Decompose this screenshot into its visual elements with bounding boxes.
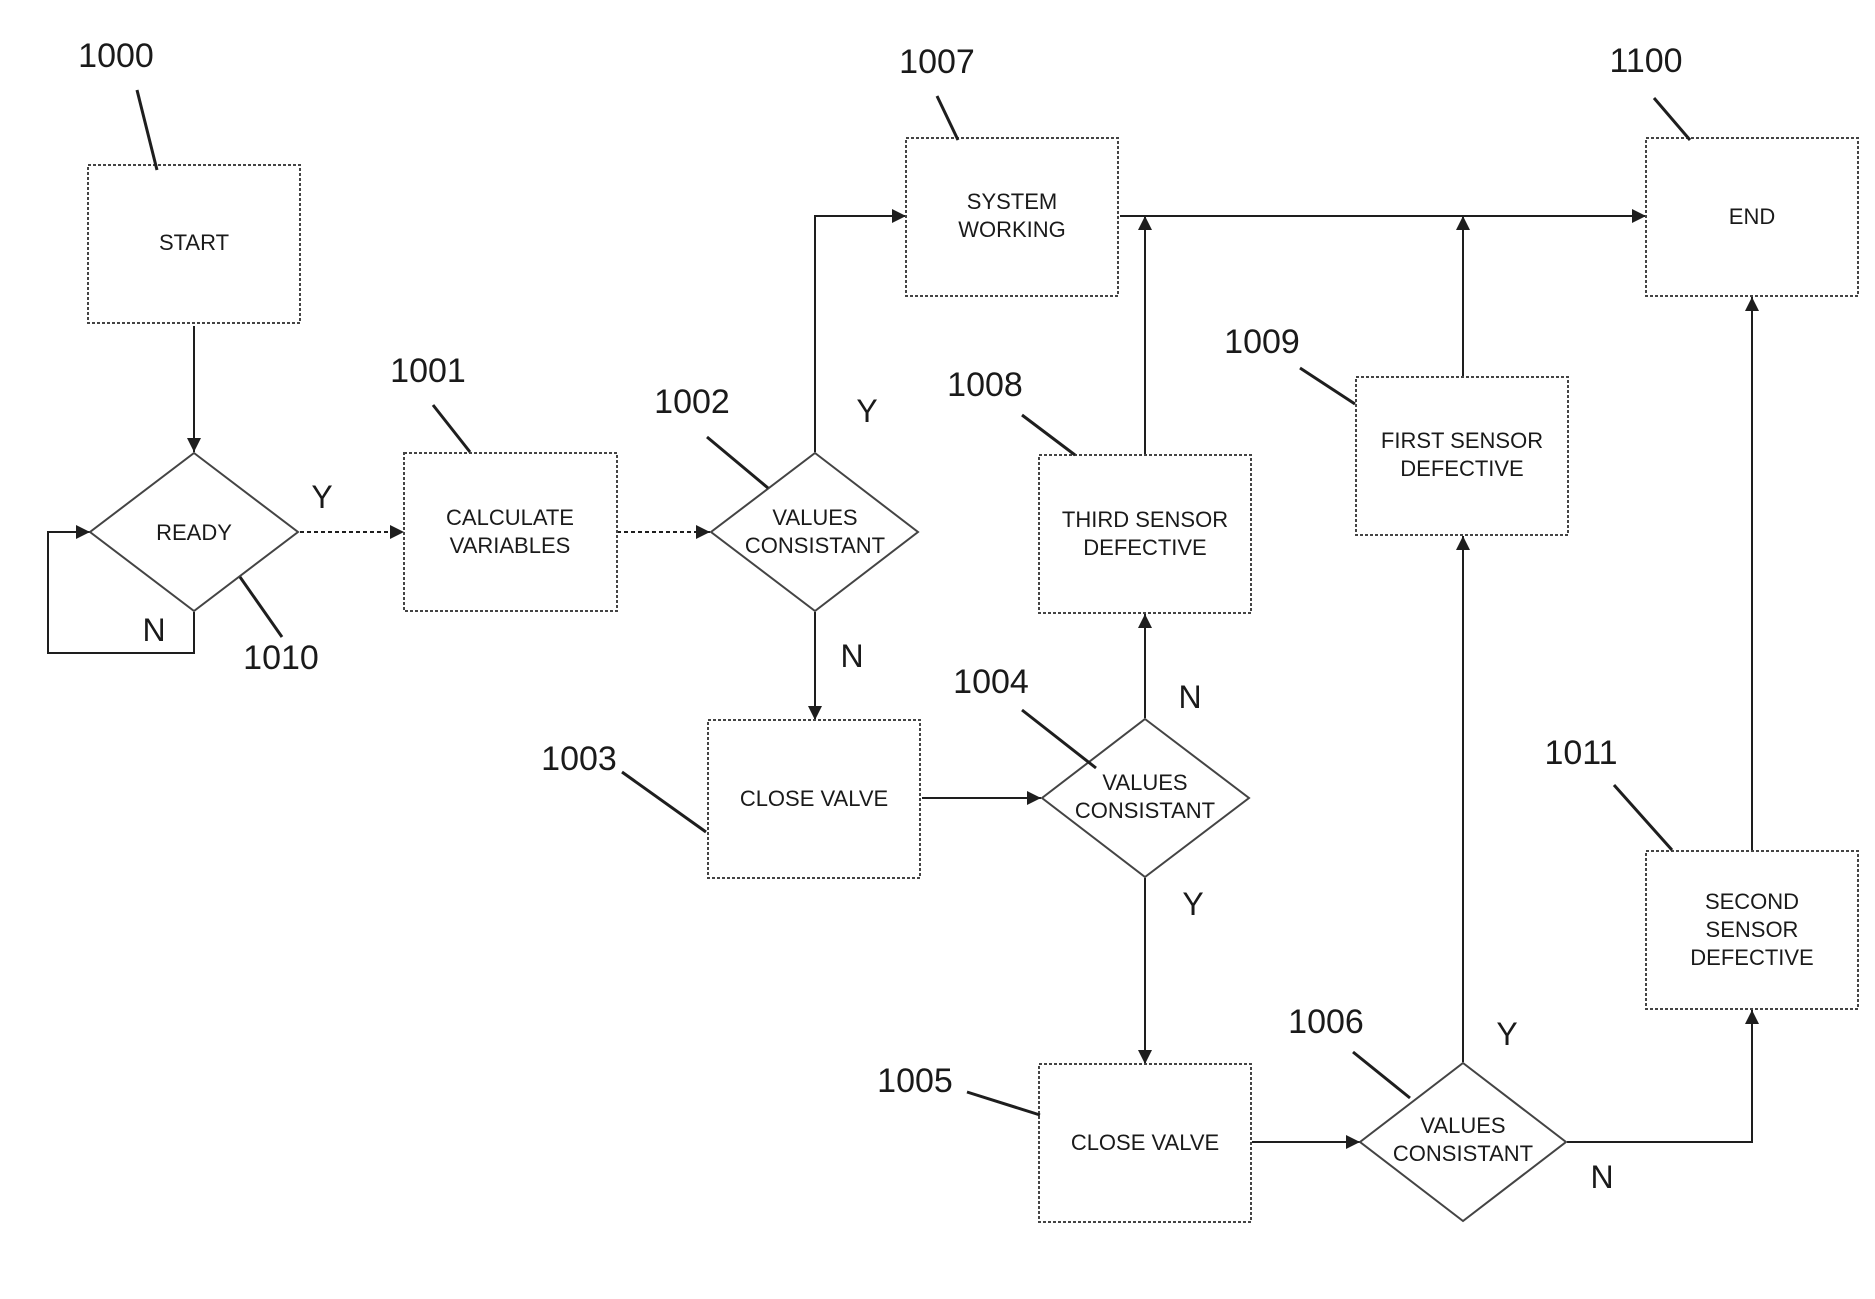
start-box: START bbox=[88, 165, 300, 323]
working-label-line2: WORKING bbox=[958, 217, 1066, 242]
close-valve-1-box: CLOSE VALVE bbox=[708, 720, 920, 878]
check1-no-label: N bbox=[840, 638, 863, 674]
second-sensor-label-line3: DEFECTIVE bbox=[1690, 945, 1813, 970]
check3-yes-label: Y bbox=[1496, 1016, 1517, 1052]
ref-working: 1007 bbox=[899, 43, 975, 81]
check2-yes-label: Y bbox=[1182, 886, 1203, 922]
close-valve-1-label: CLOSE VALVE bbox=[740, 786, 888, 811]
first-sensor-label-line2: DEFECTIVE bbox=[1400, 456, 1523, 481]
ref-check2: 1004 bbox=[953, 663, 1029, 701]
check1-yes-label: Y bbox=[856, 393, 877, 429]
working-box: SYSTEM WORKING bbox=[906, 138, 1118, 296]
ready-label: READY bbox=[156, 520, 232, 545]
leader-third bbox=[1022, 415, 1075, 455]
leader-check2 bbox=[1022, 710, 1096, 768]
reference-numerals: 1000 1001 1002 1007 1100 1008 1009 1010 … bbox=[78, 37, 1690, 1115]
check1-label-line1: VALUES bbox=[772, 505, 857, 530]
check2-label-line2: CONSISTANT bbox=[1075, 798, 1215, 823]
leader-close2 bbox=[967, 1092, 1040, 1115]
leader-ready bbox=[240, 577, 282, 637]
ref-end: 1100 bbox=[1609, 42, 1682, 80]
leader-calculate bbox=[433, 405, 470, 452]
second-sensor-label-line1: SECOND bbox=[1705, 889, 1799, 914]
first-sensor-box: FIRST SENSOR DEFECTIVE bbox=[1356, 377, 1568, 535]
ref-check1: 1002 bbox=[654, 383, 730, 421]
leader-end bbox=[1654, 98, 1690, 140]
check1-diamond: VALUES CONSISTANT bbox=[711, 453, 918, 611]
check3-no-label: N bbox=[1590, 1159, 1613, 1195]
calculate-label-line1: CALCULATE bbox=[446, 505, 574, 530]
leader-first bbox=[1300, 368, 1355, 404]
check3-label-line2: CONSISTANT bbox=[1393, 1141, 1533, 1166]
ref-ready: 1010 bbox=[243, 639, 319, 677]
third-sensor-box: THIRD SENSOR DEFECTIVE bbox=[1039, 455, 1251, 613]
connectors bbox=[48, 216, 1752, 1142]
ready-diamond: READY bbox=[90, 453, 298, 611]
ref-first: 1009 bbox=[1224, 323, 1300, 361]
ready-yes-label: Y bbox=[311, 479, 332, 515]
end-label: END bbox=[1729, 204, 1775, 229]
working-label-line1: SYSTEM bbox=[967, 189, 1057, 214]
ref-start: 1000 bbox=[78, 37, 154, 75]
start-label: START bbox=[159, 230, 229, 255]
check2-diamond: VALUES CONSISTANT bbox=[1042, 719, 1249, 877]
close-valve-2-box: CLOSE VALVE bbox=[1039, 1064, 1251, 1222]
leader-check1 bbox=[707, 437, 768, 488]
close-valve-2-label: CLOSE VALVE bbox=[1071, 1130, 1219, 1155]
leader-check3 bbox=[1353, 1052, 1410, 1098]
ref-third: 1008 bbox=[947, 366, 1023, 404]
third-sensor-label-line2: DEFECTIVE bbox=[1083, 535, 1206, 560]
ready-no-label: N bbox=[142, 612, 165, 648]
ref-close1: 1003 bbox=[541, 740, 617, 778]
check3-label-line1: VALUES bbox=[1420, 1113, 1505, 1138]
check2-no-label: N bbox=[1178, 679, 1201, 715]
third-sensor-label-line1: THIRD SENSOR bbox=[1062, 507, 1228, 532]
end-box: END bbox=[1646, 138, 1858, 296]
leader-working bbox=[937, 96, 958, 140]
calculate-box: CALCULATE VARIABLES bbox=[404, 453, 617, 611]
calculate-label-line2: VARIABLES bbox=[450, 533, 571, 558]
check1-label-line2: CONSISTANT bbox=[745, 533, 885, 558]
leader-start bbox=[137, 90, 157, 170]
check2-label-line1: VALUES bbox=[1102, 770, 1187, 795]
ref-check3: 1006 bbox=[1288, 1003, 1364, 1041]
ref-calculate: 1001 bbox=[390, 352, 466, 390]
second-sensor-box: SECOND SENSOR DEFECTIVE bbox=[1646, 851, 1858, 1009]
second-sensor-label-line2: SENSOR bbox=[1706, 917, 1799, 942]
leader-close1 bbox=[622, 772, 706, 832]
first-sensor-label-line1: FIRST SENSOR bbox=[1381, 428, 1543, 453]
ref-second: 1011 bbox=[1544, 734, 1617, 772]
arrow-check3-no-to-second bbox=[1567, 1010, 1752, 1142]
ref-close2: 1005 bbox=[877, 1062, 953, 1100]
check3-diamond: VALUES CONSISTANT bbox=[1360, 1063, 1566, 1221]
leader-second bbox=[1614, 785, 1672, 850]
